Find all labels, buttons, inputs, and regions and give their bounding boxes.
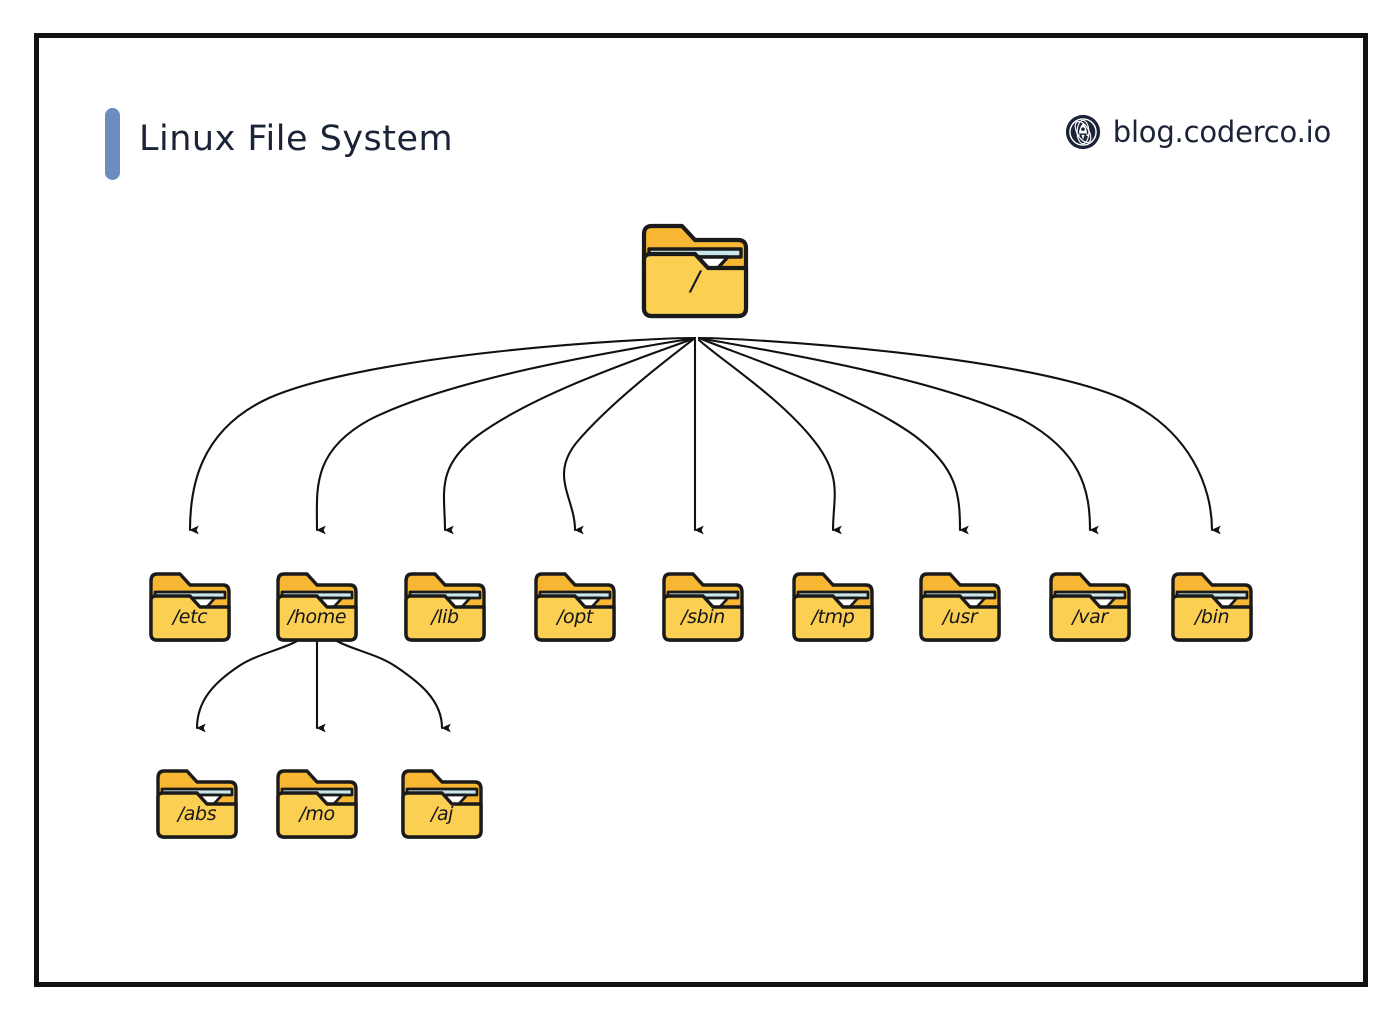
folder-icon xyxy=(276,572,358,642)
folder-node-opt[interactable]: /opt xyxy=(531,568,619,644)
folder-icon xyxy=(641,223,749,319)
folder-node-mo[interactable]: /mo xyxy=(273,765,361,841)
header: Linux File System blog.coderco.io xyxy=(39,38,1373,180)
folder-node-aj[interactable]: /aj xyxy=(398,765,486,841)
rocket-circle-logo-icon xyxy=(1065,114,1100,150)
folder-icon xyxy=(156,769,238,839)
folder-node-sbin[interactable]: /sbin xyxy=(659,568,747,644)
folder-icon xyxy=(534,572,616,642)
brand[interactable]: blog.coderco.io xyxy=(1065,114,1331,150)
folder-node-usr[interactable]: /usr xyxy=(916,568,1004,644)
folder-icon xyxy=(404,572,486,642)
folder-icon xyxy=(1171,572,1253,642)
page-title: Linux File System xyxy=(139,119,454,159)
folder-icon xyxy=(401,769,483,839)
folder-node-tmp[interactable]: /tmp xyxy=(789,568,877,644)
folder-icon xyxy=(919,572,1001,642)
folder-node-etc[interactable]: /etc xyxy=(146,568,234,644)
folder-icon xyxy=(662,572,744,642)
tree-edges xyxy=(188,336,1221,733)
folder-node-lib[interactable]: /lib xyxy=(401,568,489,644)
brand-text: blog.coderco.io xyxy=(1112,115,1331,149)
folder-icon xyxy=(149,572,231,642)
folder-node-home[interactable]: /home xyxy=(273,568,361,644)
folder-icon xyxy=(276,769,358,839)
folder-node-bin[interactable]: /bin xyxy=(1168,568,1256,644)
folder-icon xyxy=(792,572,874,642)
accent-bar xyxy=(105,108,120,180)
folder-node-var[interactable]: /var xyxy=(1046,568,1134,644)
poster-frame: Linux File System blog.coderco.io xyxy=(34,33,1368,987)
folder-icon xyxy=(1049,572,1131,642)
folder-node-root[interactable]: / xyxy=(638,218,752,322)
folder-node-abs[interactable]: /abs xyxy=(153,765,241,841)
